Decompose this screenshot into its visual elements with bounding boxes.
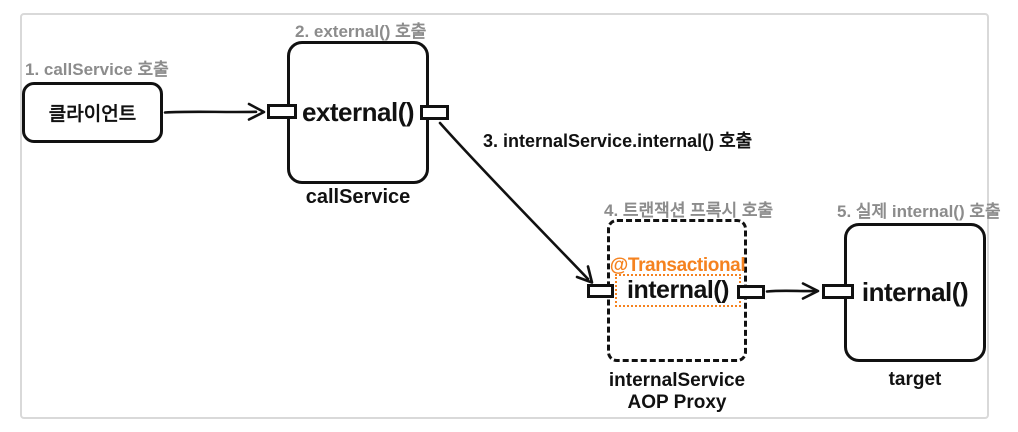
method-port-callservice-out — [420, 105, 449, 120]
client-box: 클라이언트 — [22, 82, 163, 143]
method-port-proxy-out — [737, 285, 765, 299]
target-internal-method-label: internal() — [861, 277, 969, 307]
proxy-internal-method-label: internal() — [627, 276, 729, 304]
step-label-1: 1. callService 호출 — [25, 60, 169, 79]
proxy-caption-line1: internalService — [608, 370, 746, 391]
transactional-annotation: @Transactional — [609, 255, 746, 276]
step-label-4: 4. 트랜잭션 프록시 호출 — [604, 201, 774, 220]
target-caption: target — [888, 369, 942, 390]
step-label-3: 3. internalService.internal() 호출 — [483, 131, 753, 151]
callservice-box: external() — [287, 41, 429, 184]
method-port-target-in — [822, 284, 854, 299]
proxy-caption: internalService AOP Proxy — [597, 370, 757, 414]
client-label: 클라이언트 — [48, 104, 137, 125]
method-port-proxy-in — [587, 284, 614, 298]
step-label-2: 2. external() 호출 — [295, 22, 427, 41]
proxy-caption-line2: AOP Proxy — [627, 392, 727, 413]
method-port-callservice-in — [267, 104, 297, 119]
external-method-label: external() — [301, 97, 415, 127]
callservice-caption: callService — [305, 186, 411, 208]
transactional-advice-rect: internal() — [615, 274, 741, 307]
step-label-5: 5. 실제 internal() 호출 — [837, 202, 1001, 221]
target-box: internal() — [844, 223, 986, 362]
